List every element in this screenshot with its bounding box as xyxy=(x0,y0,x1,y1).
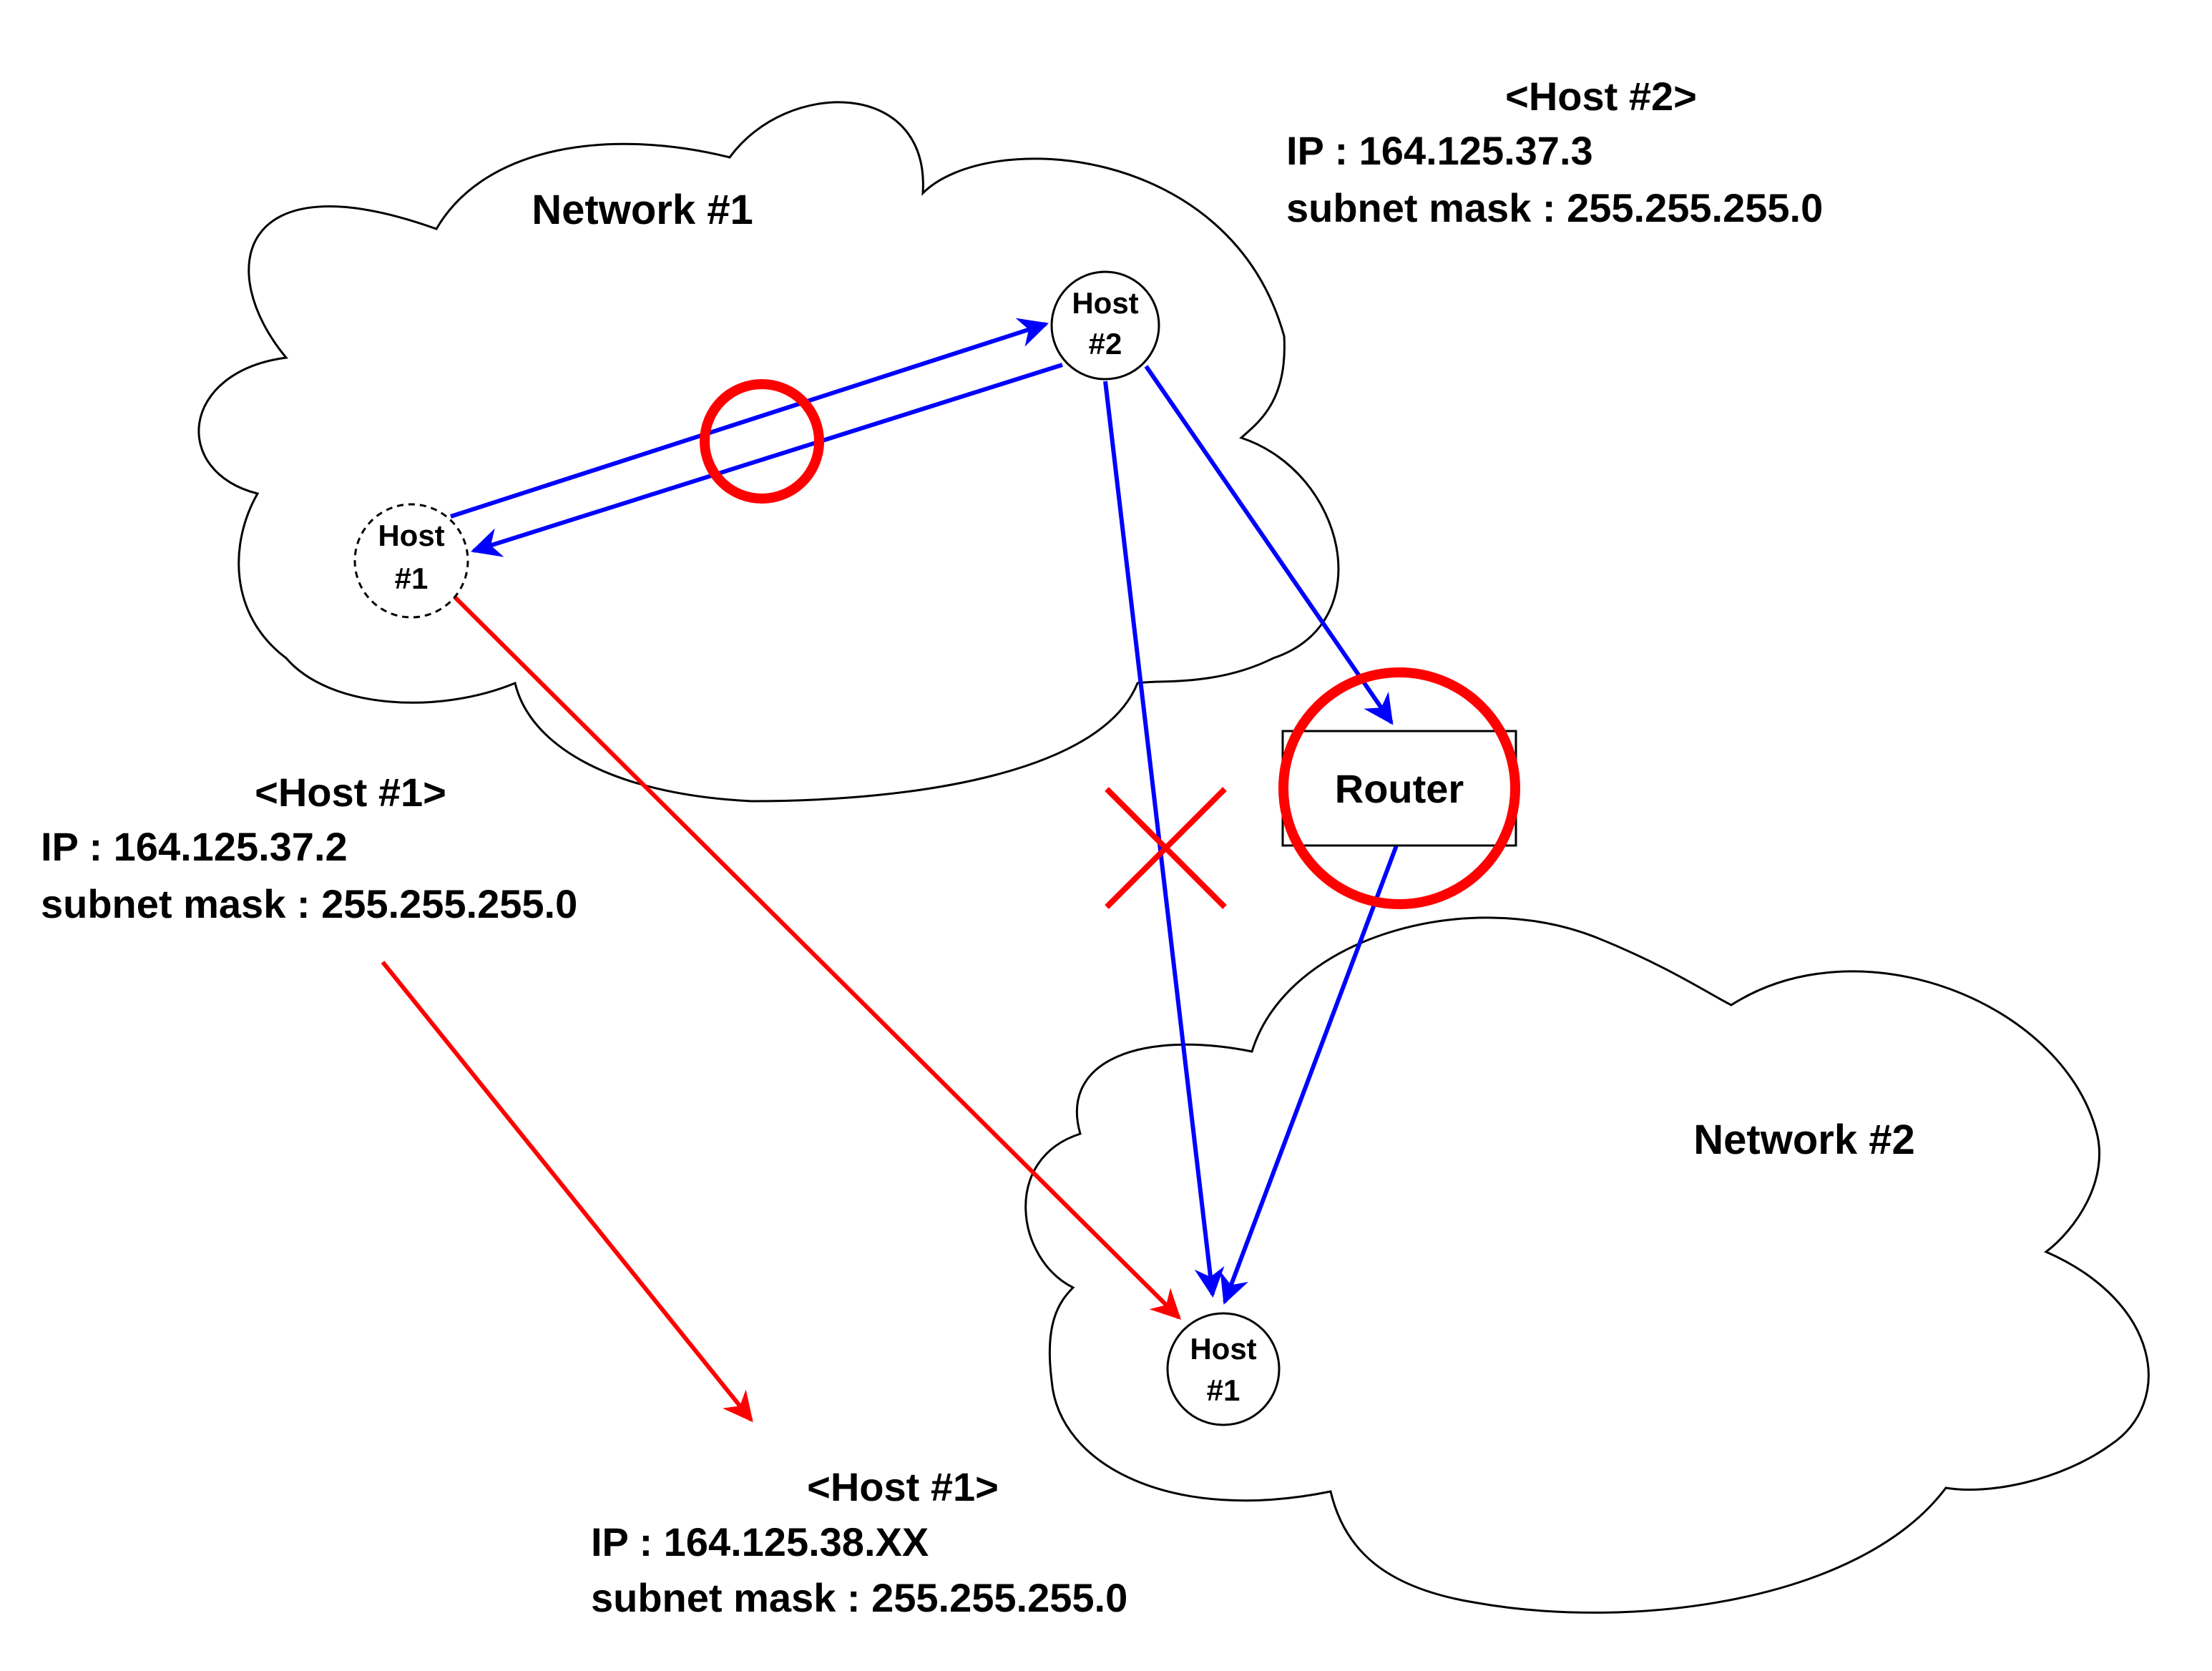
host-1-old-info-mask: subnet mask : 255.255.255.0 xyxy=(41,881,577,926)
host-1-network-1: Host #1 xyxy=(353,503,469,619)
host-1-old-info-ip: IP : 164.125.37.2 xyxy=(41,824,348,869)
router-label: Router xyxy=(1335,766,1464,811)
host-1-network-2-label-line1: Host xyxy=(1190,1332,1256,1366)
link-host1-to-host2 xyxy=(450,318,1049,519)
host-1-network-2-label-line2: #1 xyxy=(1207,1373,1240,1407)
link-host2-to-host1 xyxy=(470,363,1063,557)
link-router-to-network2-host1 xyxy=(1220,844,1399,1305)
host-2-info: <Host #2> IP : 164.125.37.3 subnet mask … xyxy=(1286,74,1823,230)
host-2-network-1: Host #2 xyxy=(1050,270,1160,381)
host-2-label-line2: #2 xyxy=(1089,327,1122,361)
host-1-label-line1: Host xyxy=(378,519,444,552)
link-host2-to-router xyxy=(1144,365,1394,725)
highlight-ring-router xyxy=(1278,667,1520,909)
host-1-new-info-mask: subnet mask : 255.255.255.0 xyxy=(591,1575,1127,1620)
router-box xyxy=(1281,730,1517,847)
host-1-new-info: <Host #1> IP : 164.125.38.XX subnet mask… xyxy=(591,1464,1127,1620)
host-2-label-line1: Host xyxy=(1072,286,1138,320)
router: Router xyxy=(1281,730,1517,847)
host-1-old-info-title: <Host #1> xyxy=(255,770,446,815)
network-2-label: Network #2 xyxy=(1693,1117,1914,1163)
link-host1-move-to-network2 xyxy=(451,594,1181,1320)
host-1-circle-dashed xyxy=(353,503,469,619)
host-1-new-info-ip: IP : 164.125.38.XX xyxy=(591,1519,929,1564)
network-2-cloud xyxy=(1024,916,2150,1614)
host-1-network-2: Host #1 xyxy=(1166,1312,1281,1426)
host-2-info-ip: IP : 164.125.37.3 xyxy=(1286,128,1593,173)
host-1-old-info: <Host #1> IP : 164.125.37.2 subnet mask … xyxy=(41,770,577,926)
highlight-ring-local-link xyxy=(700,379,824,504)
blocked-cross-mark xyxy=(1105,787,1227,909)
network-1-cloud xyxy=(197,101,1340,803)
host-2-circle xyxy=(1050,270,1160,381)
arrow-host1-address-change xyxy=(381,961,753,1423)
host-2-info-mask: subnet mask : 255.255.255.0 xyxy=(1286,185,1823,230)
host-2-info-title: <Host #2> xyxy=(1505,74,1697,119)
host-1-label-line2: #1 xyxy=(395,562,429,595)
host-1-network-2-circle xyxy=(1166,1312,1281,1426)
host-1-new-info-title: <Host #1> xyxy=(807,1464,999,1509)
network-1-label: Network #1 xyxy=(532,187,753,233)
